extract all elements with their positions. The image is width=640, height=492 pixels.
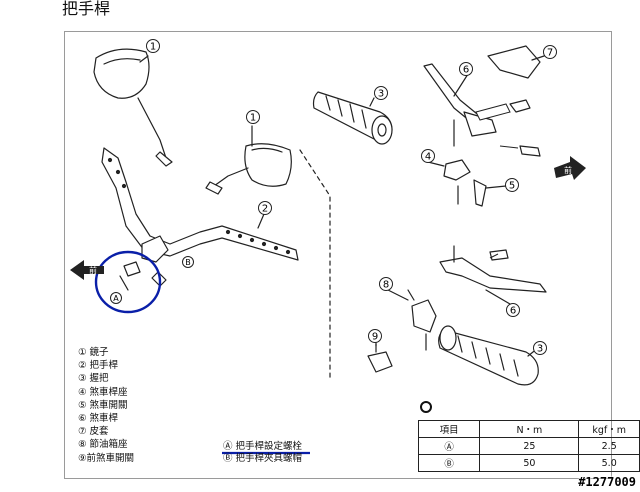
svg-text:B: B bbox=[185, 258, 191, 267]
section-divider bbox=[299, 149, 331, 381]
legend-item: ② 把手桿 bbox=[78, 360, 119, 372]
bolt-notes: Ⓐ 把手桿設定螺栓 Ⓑ 把手桿夾具螺帽 bbox=[223, 441, 302, 465]
bolt-mark-a: A bbox=[110, 292, 122, 304]
table-cell: Ⓑ bbox=[417, 454, 481, 472]
torque-table: 項目 N・m kgf・m Ⓐ 25 2.5 Ⓑ 50 5.0 bbox=[417, 420, 640, 472]
callout-1b: 1 bbox=[246, 110, 260, 124]
left-grip bbox=[312, 91, 393, 145]
svg-text:前: 前 bbox=[89, 265, 97, 275]
diagram-frame bbox=[64, 31, 612, 479]
table-cell: 50 bbox=[479, 454, 580, 472]
legend-item: ⑥ 煞車桿 bbox=[78, 413, 119, 425]
right-mirror bbox=[205, 143, 292, 195]
legend-item: ① 鏡子 bbox=[78, 347, 109, 358]
throttle-housing bbox=[407, 289, 437, 351]
callout-2: 2 bbox=[258, 201, 272, 215]
legend-item: ⑦ 皮套 bbox=[78, 426, 109, 438]
watermark-id: #1277009 bbox=[578, 475, 636, 489]
torque-wrench-icon bbox=[420, 401, 432, 413]
svg-text:9: 9 bbox=[372, 332, 378, 343]
table-header-row: 項目 N・m kgf・m bbox=[417, 420, 640, 438]
front-arrow-right: 前 bbox=[554, 156, 586, 180]
handlebar bbox=[101, 147, 299, 261]
table-row: Ⓐ 25 2.5 bbox=[417, 437, 640, 455]
highlight-circle bbox=[94, 250, 162, 314]
svg-text:1: 1 bbox=[150, 42, 156, 53]
table-header: kgf・m bbox=[578, 420, 640, 438]
callout-5: 5 bbox=[505, 178, 519, 192]
callout-6a: 6 bbox=[459, 62, 473, 76]
table-cell: 2.5 bbox=[578, 437, 640, 455]
svg-text:前: 前 bbox=[564, 165, 572, 175]
table-header: N・m bbox=[479, 420, 580, 438]
callout-7: 7 bbox=[543, 45, 557, 59]
left-mirror bbox=[93, 48, 173, 167]
table-cell: 25 bbox=[479, 437, 580, 455]
callout-8: 8 bbox=[379, 277, 393, 291]
parts-legend: ① 鏡子 ② 把手桿 ③ 握把 ④ 煞車桿座 ⑤ 煞車開關 ⑥ 煞車桿 ⑦ 皮套… bbox=[78, 346, 134, 465]
legend-item: ⑤ 煞車開關 bbox=[78, 399, 128, 411]
callout-numbers: 1 1 2 3 4 5 6 6 7 8 9 3 bbox=[146, 39, 557, 355]
lever-upper bbox=[423, 45, 541, 207]
callout-3b: 3 bbox=[533, 341, 547, 355]
svg-text:6: 6 bbox=[463, 65, 469, 76]
table-header: 項目 bbox=[417, 420, 481, 438]
note-a: Ⓐ 把手桿設定螺栓 bbox=[223, 441, 303, 452]
svg-text:3: 3 bbox=[378, 89, 384, 100]
legend-item: ⑧ 節油箱座 bbox=[78, 439, 128, 451]
svg-text:8: 8 bbox=[383, 280, 389, 291]
svg-text:A: A bbox=[113, 294, 119, 303]
front-brake-switch bbox=[367, 343, 393, 373]
callout-3a: 3 bbox=[374, 86, 388, 100]
callout-1a: 1 bbox=[146, 39, 160, 53]
legend-item: ⑨前煞車開關 bbox=[78, 452, 135, 464]
table-cell: 5.0 bbox=[578, 454, 640, 472]
table-cell: Ⓐ bbox=[417, 437, 481, 455]
callout-6b: 6 bbox=[506, 303, 520, 317]
svg-text:1: 1 bbox=[250, 113, 256, 124]
callout-4: 4 bbox=[421, 149, 435, 163]
legend-item: ④ 煞車桿座 bbox=[78, 386, 128, 398]
right-grip bbox=[438, 325, 539, 386]
svg-text:3: 3 bbox=[537, 344, 543, 355]
torque-flags bbox=[475, 103, 519, 259]
lever-lower bbox=[439, 245, 547, 293]
legend-item: ③ 握把 bbox=[78, 373, 109, 385]
callout-9: 9 bbox=[368, 329, 382, 343]
note-b: Ⓑ 把手桿夾具螺帽 bbox=[223, 453, 303, 464]
svg-text:4: 4 bbox=[425, 152, 431, 163]
svg-text:5: 5 bbox=[509, 181, 515, 192]
front-arrow-left: 前 bbox=[70, 260, 104, 280]
svg-text:2: 2 bbox=[262, 204, 268, 215]
svg-text:6: 6 bbox=[510, 306, 516, 317]
svg-text:7: 7 bbox=[547, 48, 553, 59]
page-title: 把手桿 bbox=[62, 0, 111, 18]
bolt-mark-b: B bbox=[182, 256, 194, 268]
table-row: Ⓑ 50 5.0 bbox=[417, 454, 640, 472]
